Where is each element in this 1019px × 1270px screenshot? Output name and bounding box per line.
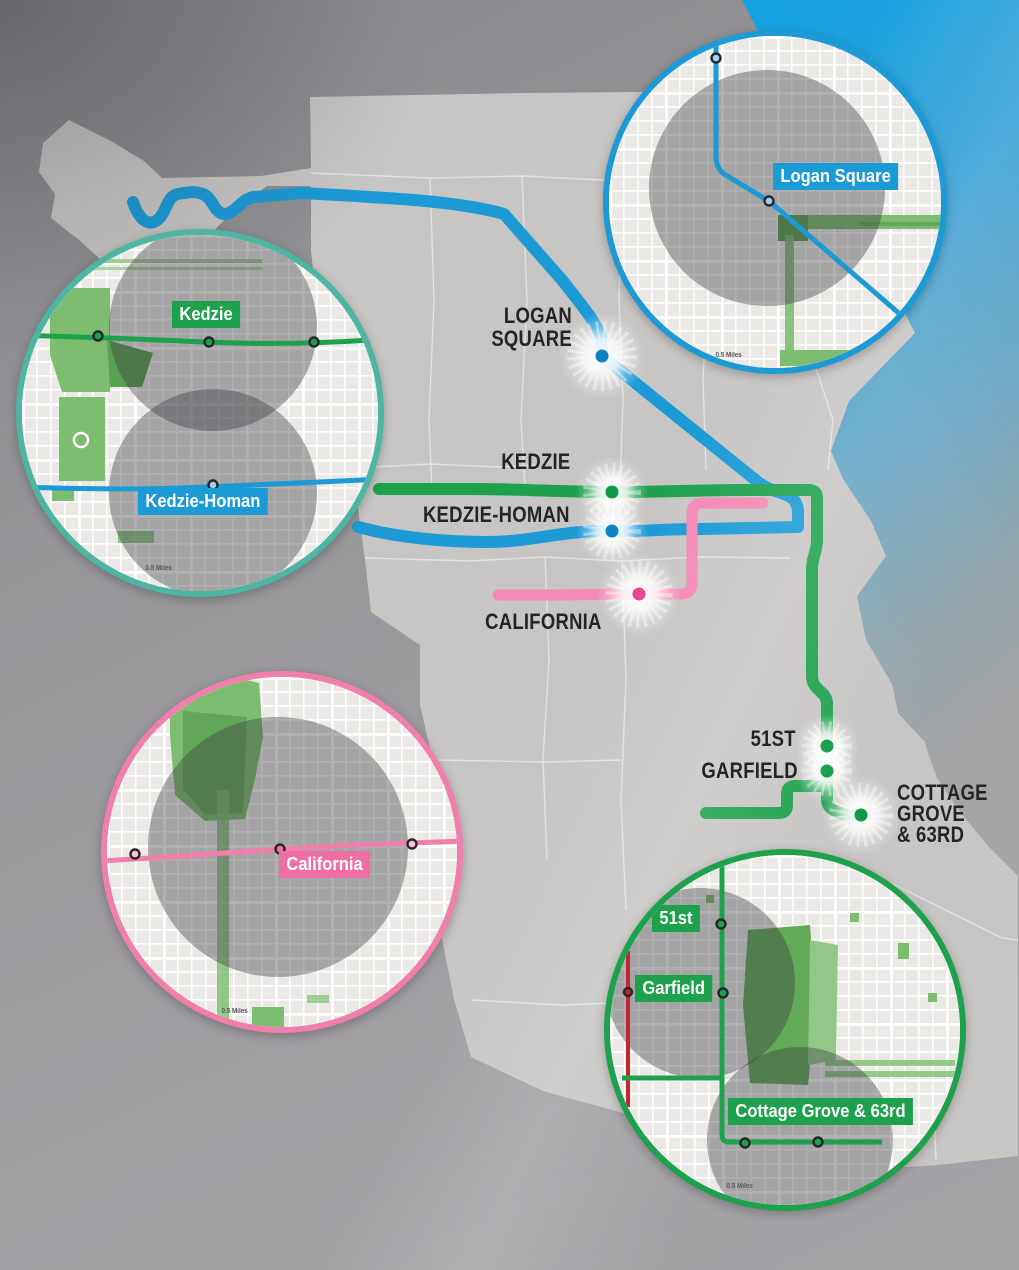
station-dot-51st bbox=[820, 739, 834, 753]
inset-station-label-cottage-grove-63rd: Cottage Grove & 63rd bbox=[728, 1098, 913, 1125]
station-dot-logan-square bbox=[595, 349, 609, 363]
station-label-51st: 51ST bbox=[751, 727, 796, 750]
inset-station-label-logan-square: Logan Square bbox=[773, 163, 899, 190]
station-label-line: KEDZIE-HOMAN bbox=[423, 502, 570, 527]
park-shapes bbox=[170, 677, 329, 1027]
inset-station-dots bbox=[710, 52, 775, 207]
inset-kedzie: Kedzie Kedzie-Homan 0.5 Miles bbox=[16, 229, 384, 597]
station-label-garfield: GARFIELD bbox=[702, 759, 798, 782]
inset-station-label-california: California bbox=[279, 851, 371, 878]
inset-logan-square: Logan Square 0.5 Miles bbox=[603, 30, 947, 374]
station-label-line: & 63RD bbox=[897, 822, 965, 847]
station-label-line: 51ST bbox=[750, 726, 796, 751]
station-dot-cottage-grove-63rd bbox=[854, 808, 868, 822]
station-label-line: COTTAGE bbox=[897, 780, 988, 805]
station-dot-kedzie bbox=[605, 485, 619, 499]
lake-michigan bbox=[742, 0, 1019, 876]
scale-label: 0.5 Miles bbox=[715, 352, 742, 359]
station-label-kedzie: KEDZIE bbox=[501, 450, 570, 473]
station-dot-garfield bbox=[820, 764, 834, 778]
inset-california: California 0.5 Miles bbox=[101, 671, 463, 1033]
inset-map-svg bbox=[609, 36, 941, 368]
station-label-cottage-grove-63rd: COTTAGE GROVE & 63RD bbox=[897, 780, 988, 847]
inset-station-label-garfield: Garfield bbox=[635, 975, 713, 1002]
scale-label: 0.5 Miles bbox=[145, 565, 172, 572]
station-label-line: KEDZIE bbox=[500, 449, 570, 474]
walkshed-circle bbox=[707, 1047, 893, 1205]
station-dot-kedzie-homan bbox=[605, 524, 619, 538]
inset-map-svg bbox=[22, 235, 378, 591]
inset-station-label-51st: 51st bbox=[652, 905, 700, 932]
station-label-logan-square: LOGAN SQUARE bbox=[491, 304, 572, 350]
station-label-line: SQUARE bbox=[491, 326, 572, 351]
inset-blue-line bbox=[713, 36, 911, 324]
walkshed-circle bbox=[109, 235, 317, 431]
inset-station-label-kedzie-homan: Kedzie-Homan bbox=[138, 488, 268, 515]
station-label-kedzie-homan: KEDZIE-HOMAN bbox=[423, 503, 570, 526]
station-label-line: GROVE bbox=[897, 801, 966, 826]
station-label-california: CALIFORNIA bbox=[486, 610, 602, 633]
inset-station-dots bbox=[622, 918, 824, 1149]
station-dots bbox=[595, 349, 868, 822]
scale-label: 0.5 Miles bbox=[726, 1183, 753, 1190]
station-label-line: LOGAN bbox=[503, 303, 572, 328]
inset-blue-line bbox=[22, 476, 378, 492]
park-shapes bbox=[50, 259, 262, 543]
inset-south-side: 51st Garfield Cottage Grove & 63rd 0.5 M… bbox=[604, 849, 966, 1211]
station-label-line: GARFIELD bbox=[701, 758, 798, 783]
inset-green-line bbox=[719, 863, 882, 1145]
park-shapes bbox=[778, 215, 941, 366]
station-label-line: CALIFORNIA bbox=[485, 609, 602, 634]
green-line-branch bbox=[700, 780, 833, 819]
scale-label: 0.5 Miles bbox=[221, 1008, 248, 1015]
inset-station-label-kedzie: Kedzie bbox=[172, 301, 241, 328]
station-dot-california bbox=[632, 587, 646, 601]
park-shapes bbox=[706, 895, 955, 1114]
